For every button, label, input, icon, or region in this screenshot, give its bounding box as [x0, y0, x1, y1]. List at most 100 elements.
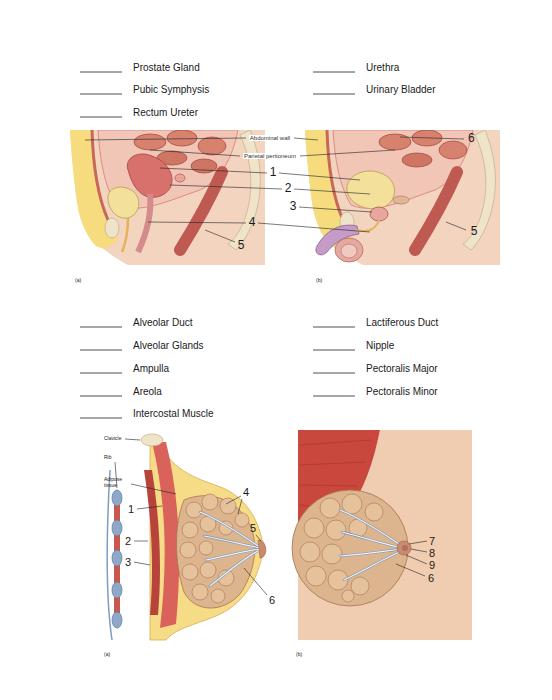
answer-blank	[80, 418, 122, 419]
leader-line	[300, 150, 395, 156]
leader-line	[150, 150, 240, 156]
leader-line	[160, 168, 267, 173]
callout-number: 6	[428, 572, 434, 585]
intercostal-muscle	[114, 535, 120, 551]
pubic-bone	[105, 218, 119, 238]
callout-number: 4	[249, 216, 256, 230]
chest-wall	[107, 470, 112, 640]
part-label: Rib	[104, 455, 112, 461]
answer-blank	[313, 327, 355, 328]
testis	[341, 244, 357, 258]
callout-number: 8	[429, 547, 435, 560]
callout-number: 5	[238, 239, 245, 253]
seminal-vesicle	[393, 196, 409, 204]
answer-blank	[80, 373, 122, 374]
answer-term: Lactiferous Duct	[366, 317, 438, 329]
leader-line	[205, 230, 235, 242]
leader-line	[244, 568, 267, 595]
intestine	[191, 159, 217, 173]
lactiferous-duct	[204, 536, 260, 548]
gland-lobule	[322, 544, 342, 564]
answer-blank	[80, 72, 122, 73]
uterus	[127, 154, 172, 197]
muscle-fibre	[300, 485, 358, 486]
rib	[112, 550, 122, 566]
gland-lobule	[186, 502, 202, 518]
gland-lobule	[202, 494, 218, 510]
sacrum	[228, 130, 260, 250]
part-label: Parietal peritoneum	[243, 153, 297, 160]
rib	[112, 520, 122, 536]
answer-term: Pectoralis Major	[366, 363, 438, 375]
pectoralis-minor	[144, 470, 160, 615]
prostate-gland	[370, 207, 388, 221]
panel-letter: (a)	[75, 278, 81, 284]
callout-number: 5	[471, 225, 478, 239]
callout-number: 3	[125, 556, 131, 569]
male-pelvis-figure	[305, 130, 500, 265]
answer-term: Ampulla	[133, 363, 169, 375]
intercostal-muscle	[114, 505, 120, 521]
gland-lobule	[342, 590, 354, 602]
gland-lobule	[182, 522, 198, 538]
answer-blank	[313, 72, 355, 73]
leader-line	[411, 549, 427, 552]
leader-line	[294, 189, 370, 194]
answer-term: Urethra	[366, 62, 399, 74]
adipose-tissue	[150, 436, 265, 640]
lactiferous-duct	[340, 510, 402, 546]
leader-line	[125, 439, 140, 440]
answer-term: Nipple	[366, 340, 394, 352]
leader-line	[238, 499, 242, 514]
body-section	[70, 130, 265, 265]
duct-outlines	[340, 510, 402, 580]
callout-number: 6	[468, 132, 475, 146]
leader-line	[258, 223, 370, 232]
lactiferous-duct	[210, 550, 260, 586]
gland-lobule	[320, 498, 340, 518]
intestine	[439, 141, 467, 159]
answer-term: Rectum Ureter	[133, 107, 198, 119]
leader-line	[396, 564, 425, 576]
urinary-bladder	[108, 187, 139, 218]
gland-lobule	[326, 520, 346, 540]
part-label: Clavicle	[104, 436, 122, 442]
female-pelvis-figure	[70, 130, 265, 265]
ovary	[175, 174, 185, 182]
leader-line	[134, 541, 148, 542]
gland-lobule	[199, 541, 213, 555]
leader-line	[85, 138, 246, 140]
rib	[112, 612, 122, 628]
breast-anterior-figure	[292, 430, 472, 640]
panel-letter: (a)	[104, 652, 110, 658]
panel-letter: (b)	[296, 652, 302, 658]
pectoralis-major	[152, 442, 179, 628]
alveolar-glands	[180, 494, 249, 603]
gland-lobule	[365, 503, 383, 521]
answer-blank	[80, 117, 122, 118]
gland-lobule	[182, 564, 198, 580]
duct-fills	[340, 510, 402, 580]
lactiferous-duct	[210, 550, 260, 586]
answer-blank	[313, 94, 355, 95]
answer-blank	[80, 350, 122, 351]
leader-line	[446, 222, 466, 230]
answer-term: Alveolar Glands	[133, 340, 204, 352]
answer-blank	[80, 396, 122, 397]
gland-lobule	[220, 498, 236, 514]
mammary-gland	[292, 490, 408, 606]
sacrum	[463, 130, 495, 250]
urinary-bladder	[347, 171, 395, 209]
leader-line	[400, 137, 464, 139]
callout-number: 9	[429, 559, 435, 572]
leader-line	[406, 555, 427, 564]
intercostal-muscle	[114, 565, 120, 583]
leader-line	[256, 535, 261, 541]
gland-lobule	[304, 518, 324, 538]
callout-number: 2	[285, 182, 292, 196]
leader-line	[226, 496, 241, 504]
lactiferous-duct	[200, 512, 260, 547]
clavicle	[141, 434, 163, 446]
intestine	[167, 130, 197, 146]
answer-term: Urinary Bladder	[366, 84, 435, 96]
